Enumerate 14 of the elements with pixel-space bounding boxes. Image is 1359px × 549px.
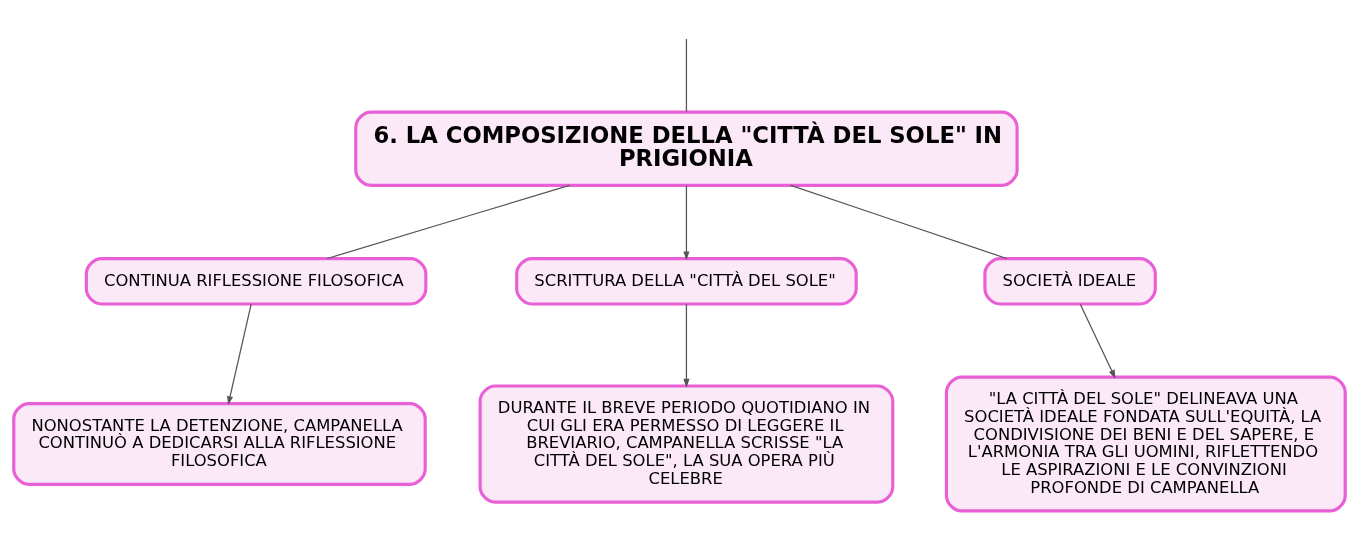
connector — [685, 38, 688, 113]
connector — [326, 184, 571, 260]
arrow — [1079, 303, 1116, 379]
arrow — [683, 303, 690, 388]
node-box: DURANTE IL BREVE PERIODO QUOTIDIANO IN CUI GLI ERA PERMESSO DI LEGGERE IL BREVIARIO, CAMPANELLA SCRISSE "LA CITTÀ DEL SOLE", LA SUA OPERA PIÙ CELEBRE — [478, 384, 895, 504]
node-box: SCRITTURA DELLA "CITTÀ DEL SOLE" — [515, 256, 858, 306]
node-box: NONOSTANTE LA DETENZIONE, CAMPANELLA CONTINUÒ A DEDICARSI ALLA RIFLESSIONE FILOSOFICA — [12, 402, 427, 487]
node-box: CONTINUA RIFLESSIONE FILOSOFICA — [84, 256, 428, 306]
node-box: 6. LA COMPOSIZIONE DELLA "CITTÀ DEL SOLE" IN PRIGIONIA — [354, 110, 1019, 187]
connector — [790, 184, 1008, 260]
node-box: SOCIETÀ IDEALE — [983, 256, 1157, 306]
node-box: "LA CITTÀ DEL SOLE" DELINEAVA UNA SOCIETÀ IDEALE FONDATA SULL'EQUITÀ, LA CONDIVISIONE DEI BENI E DEL SAPERE, E L'ARMONIA TRA GLI UOMINI, RIFLETTENDO LE ASPIRAZIONI E LE CONVINZIONI PROFONDE DI CAMPANELLA — [944, 375, 1347, 513]
arrow — [227, 303, 252, 405]
arrow — [683, 184, 690, 261]
